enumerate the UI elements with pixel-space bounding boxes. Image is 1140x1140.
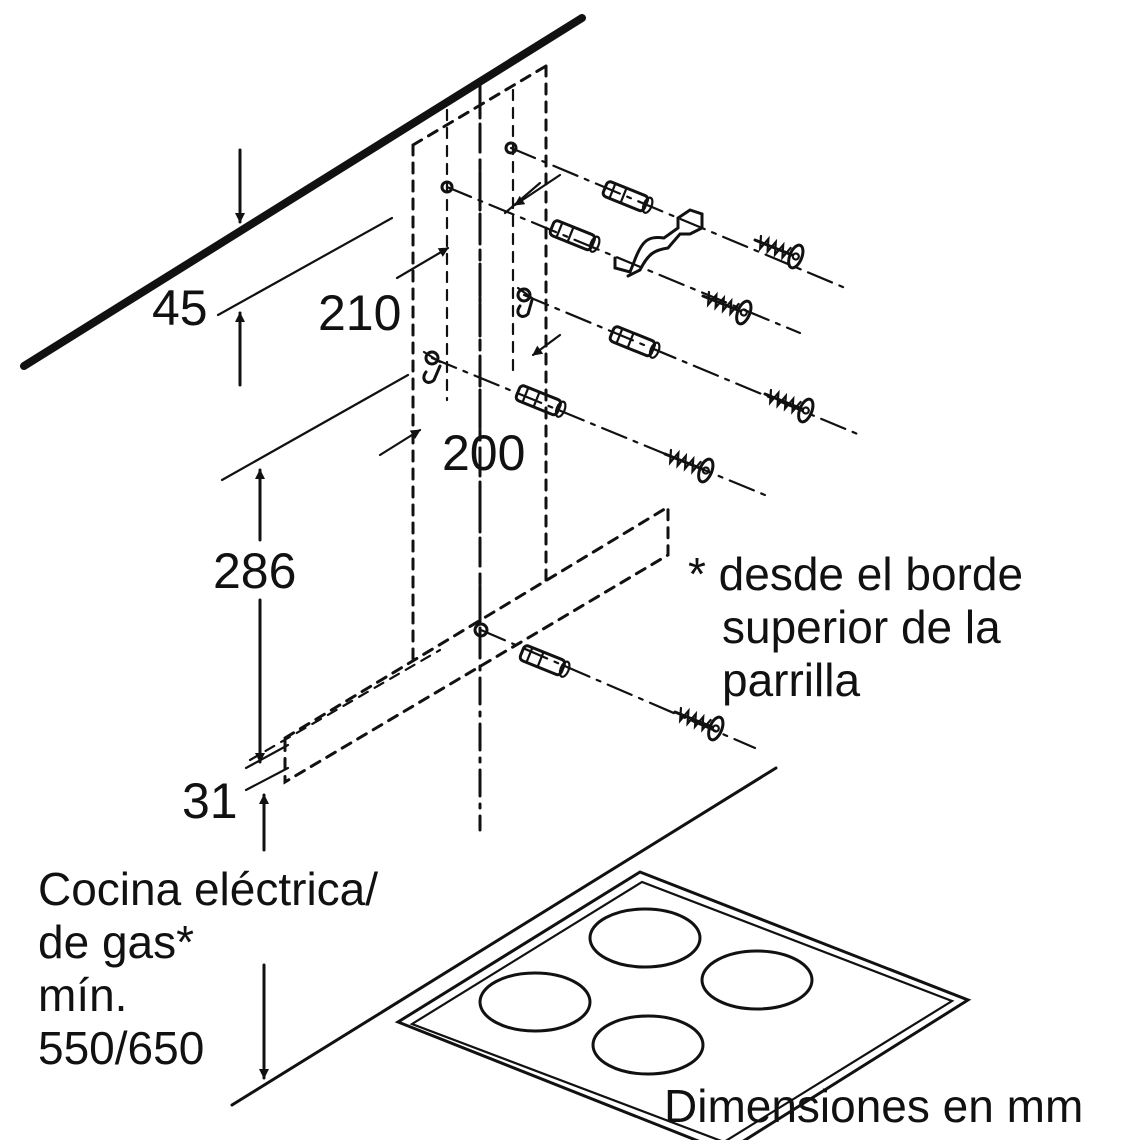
- dim-210: [395, 173, 562, 280]
- hob-label-line-2: de gas*: [38, 916, 194, 968]
- hob-label-line-1: Cocina eléctrica/: [38, 863, 378, 915]
- keyhole-slots: [422, 286, 534, 384]
- note-line-2: superior de la: [722, 601, 1001, 653]
- dim-200: [378, 333, 562, 457]
- drill-points: [424, 141, 532, 638]
- cooktop: [230, 766, 972, 1140]
- note-line-3: parrilla: [722, 654, 860, 706]
- wall-plugs: [514, 180, 661, 678]
- dim-286-label: 286: [213, 543, 296, 599]
- dim-200-label: 200: [442, 425, 525, 481]
- burner-1: [588, 907, 702, 969]
- dim-286: [220, 373, 410, 770]
- dim-45-label: 45: [152, 280, 208, 336]
- burner-4: [591, 1014, 705, 1076]
- burner-3: [478, 971, 592, 1033]
- dim-31: [244, 766, 290, 852]
- dim-31-label: 31: [182, 773, 238, 829]
- burner-2: [700, 949, 814, 1011]
- ceiling-line: [20, 14, 586, 370]
- hob-label-line-4: 550/650: [38, 1022, 204, 1074]
- hood-outline: [248, 64, 670, 785]
- units-label: Dimensiones en mm: [664, 1080, 1083, 1132]
- dim-210-label: 210: [318, 285, 401, 341]
- dim-45: [216, 148, 394, 387]
- note-line-1: * desde el borde: [688, 548, 1023, 600]
- screws: [663, 234, 815, 742]
- hob-label-line-3: mín.: [38, 969, 127, 1021]
- mounting-bracket: [613, 208, 704, 278]
